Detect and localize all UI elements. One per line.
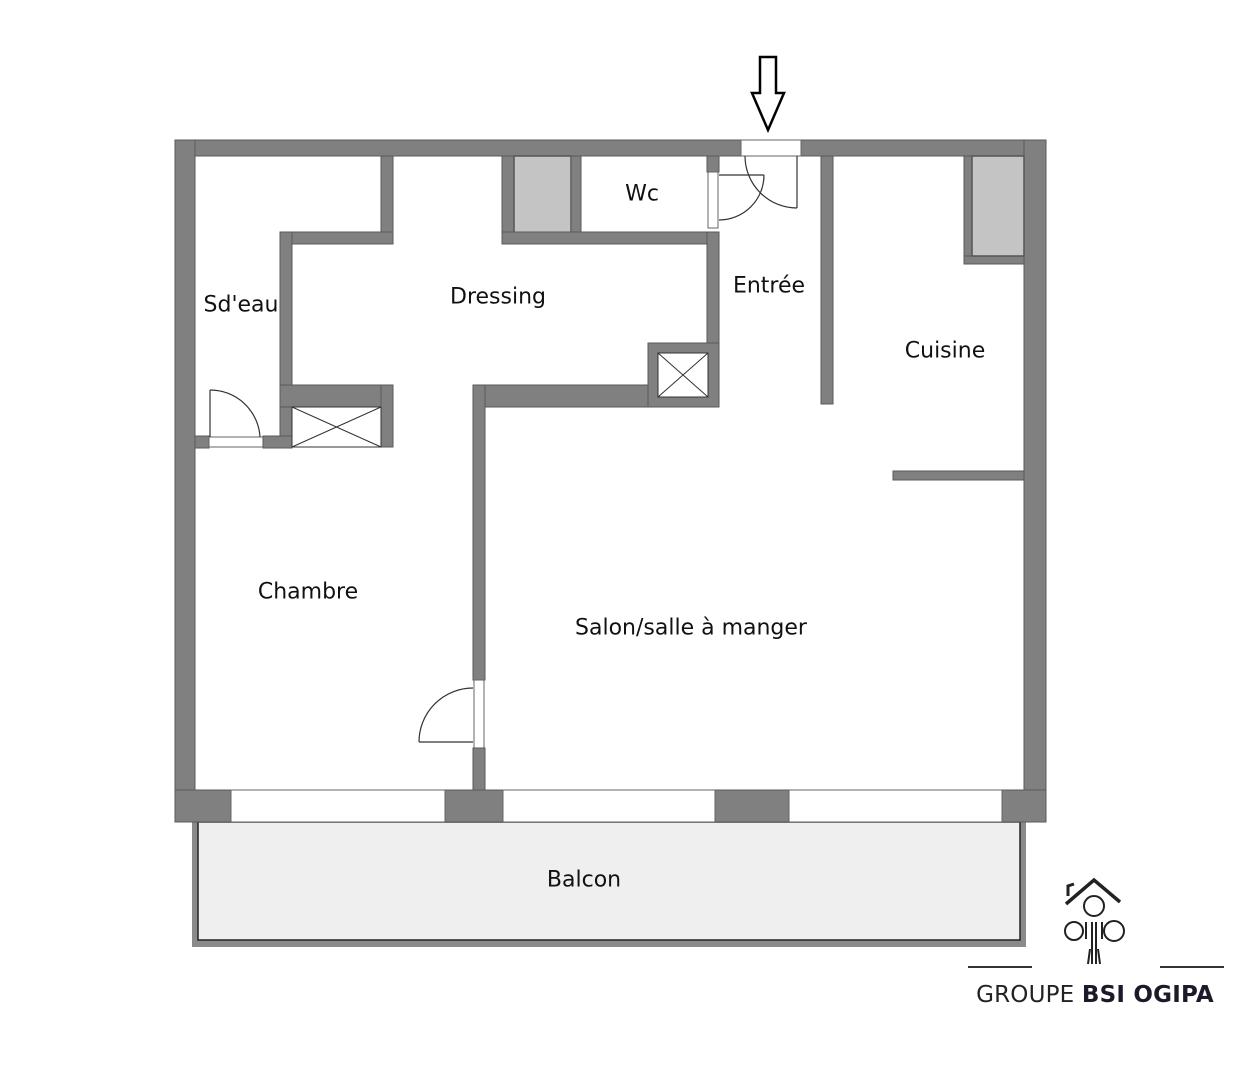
logo-brand: BSI OGIPA: [1081, 982, 1214, 1008]
logo-text: GROUPE BSI OGIPA: [960, 982, 1230, 1008]
doors: [209, 155, 798, 743]
room-label-balcon: Balcon: [546, 867, 622, 893]
room-label-dressing: Dressing: [450, 284, 546, 310]
house-family-icon: [1064, 877, 1125, 965]
room-label-cuisine: Cuisine: [904, 338, 986, 364]
room-label-salon: Salon/salle à manger: [575, 615, 807, 641]
balcony: [192, 821, 1026, 947]
interior-walls: [194, 155, 1025, 791]
logo-prefix: GROUPE: [976, 982, 1075, 1008]
logo-divider-left: [968, 966, 1032, 968]
room-label-wc: Wc: [625, 181, 659, 207]
room-label-chambre: Chambre: [257, 579, 359, 605]
exterior-walls: [174, 139, 1047, 823]
company-logo: GROUPE BSI OGIPA: [960, 870, 1230, 1030]
entry-arrow-icon: [750, 55, 786, 134]
room-label-sdeau: Sd'eau: [203, 292, 279, 318]
logo-divider-right: [1160, 966, 1224, 968]
room-label-entree: Entrée: [732, 273, 806, 299]
